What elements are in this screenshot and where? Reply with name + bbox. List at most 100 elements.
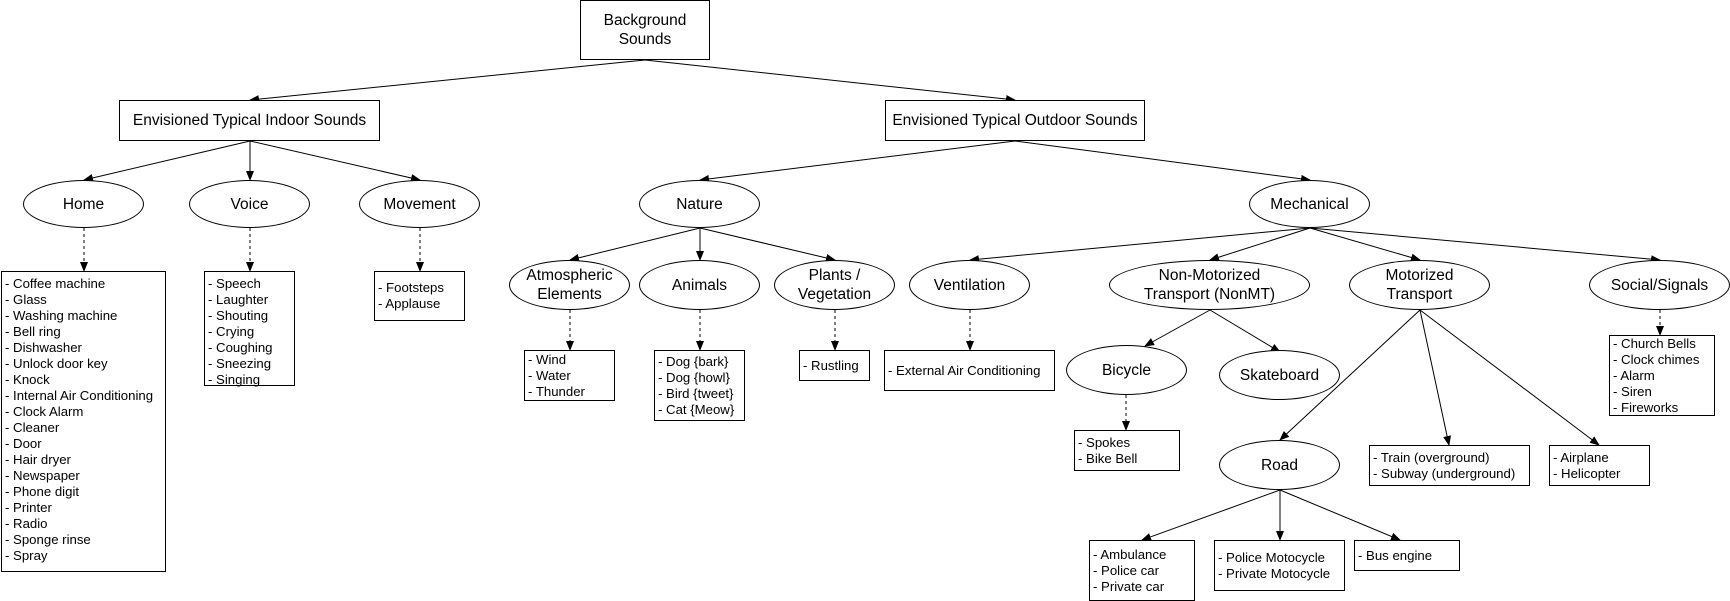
voice-label: Voice — [230, 195, 269, 213]
list-item: - Spokes — [1078, 434, 1131, 450]
list-item: - Laughter — [208, 292, 269, 307]
edge-indoor-movement — [249, 140, 421, 182]
home-sound-list: - Coffee machine - Glass - Washing machi… — [1, 271, 166, 572]
list-item: - Helicopter — [1553, 465, 1621, 481]
list-item: - Door — [5, 436, 42, 451]
plants-sound-list: - Rustling — [799, 350, 870, 381]
social-signals-node: Social/Signals — [1589, 260, 1730, 310]
skateboard-label: Skateboard — [1239, 366, 1320, 384]
road-node: Road — [1219, 440, 1340, 490]
list-item: - Alarm — [1613, 367, 1655, 383]
list-item: - Printer — [5, 500, 52, 515]
animals-node: Animals — [639, 260, 760, 310]
social-signals-label: Social/Signals — [1610, 276, 1709, 294]
bicycle-label: Bicycle — [1101, 361, 1152, 379]
edge-motorized-rail — [1419, 309, 1452, 446]
list-item: - Siren — [1613, 383, 1652, 399]
animals-sound-list: - Dog {bark} - Dog {howl} - Bird {tweet}… — [654, 350, 745, 421]
edge-nature-plants — [699, 227, 836, 262]
edge-motorized-road — [1279, 309, 1421, 441]
edge-nonmt-bicycle — [1144, 309, 1211, 347]
nature-node: Nature — [639, 180, 760, 228]
atmospheric-sound-list: - Wind - Water - Thunder — [524, 350, 615, 401]
voice-sound-list: - Speech - Laughter - Shouting - Crying … — [204, 271, 295, 387]
home-node: Home — [23, 180, 144, 228]
list-item: - Sneezing — [208, 356, 272, 371]
list-item: - Rustling — [803, 357, 859, 373]
indoor-sounds-label: Envisioned Typical Indoor Sounds — [132, 112, 367, 129]
list-item: - Hair dryer — [5, 452, 71, 467]
list-item: - Train (overground) — [1373, 449, 1490, 465]
non-motorized-transport-node: Non-Motorized Transport (NonMT) — [1109, 260, 1310, 310]
rail-sound-list: - Train (overground) - Subway (undergrou… — [1369, 445, 1530, 486]
list-item: - Applause — [378, 296, 441, 311]
list-item: - Subway (underground) — [1373, 465, 1516, 481]
list-item: - Spray — [5, 548, 48, 563]
list-item: - Dog {bark} — [658, 353, 729, 369]
edge-outdoor-mechanical — [1014, 140, 1311, 183]
list-item: - Radio — [5, 516, 48, 531]
edge-road-bus — [1279, 489, 1401, 541]
list-item: - Footsteps — [378, 280, 444, 295]
indoor-sounds-node: Envisioned Typical Indoor Sounds — [119, 100, 380, 141]
movement-label: Movement — [383, 195, 456, 213]
outdoor-sounds-node: Envisioned Typical Outdoor Sounds — [885, 100, 1145, 141]
atmospheric-elements-node: Atmospheric Elements — [509, 260, 630, 310]
list-item: - Police car — [1093, 562, 1159, 578]
ventilation-sound-list: - External Air Conditioning — [884, 350, 1055, 391]
list-item: - Private Motocycle — [1218, 565, 1331, 581]
list-item: - Cat {Meow} — [658, 401, 735, 417]
bus-sound-list: - Bus engine — [1354, 540, 1460, 571]
outdoor-sounds-label: Envisioned Typical Outdoor Sounds — [892, 112, 1138, 129]
list-item: - Private car — [1093, 578, 1165, 594]
movement-sound-list: - Footsteps - Applause — [374, 271, 465, 321]
list-item: - Clock chimes — [1613, 351, 1700, 367]
atmospheric-elements-label: Atmospheric Elements — [526, 267, 613, 303]
list-item: - Shouting — [208, 308, 269, 323]
mechanical-node: Mechanical — [1249, 180, 1370, 228]
ventilation-label: Ventilation — [933, 276, 1006, 294]
list-item: - Airplane — [1553, 449, 1609, 465]
edge-motorized-air — [1419, 309, 1600, 446]
edge-mechanical-ventilation — [969, 227, 1311, 264]
edge-root-outdoor — [644, 59, 1016, 104]
list-item: - Newspaper — [5, 468, 80, 483]
list-item: - Bird {tweet} — [658, 385, 734, 401]
plants-vegetation-node: Plants / Vegetation — [774, 260, 895, 310]
list-item: - Bell ring — [5, 324, 61, 339]
root-label: Background Sounds — [603, 12, 687, 48]
edge-nature-atmospheric — [569, 227, 701, 262]
edge-indoor-home — [83, 140, 251, 182]
list-item: - Dishwasher — [5, 340, 82, 355]
motorized-transport-label: Motorized Transport — [1385, 267, 1454, 303]
list-item: - Internal Air Conditioning — [5, 388, 154, 403]
edge-mechanical-nonmt — [1209, 227, 1311, 262]
bicycle-node: Bicycle — [1066, 345, 1187, 395]
list-item: - Coughing — [208, 340, 273, 355]
list-item: - Unlock door key — [5, 356, 108, 371]
list-item: - Glass — [5, 292, 47, 307]
movement-node: Movement — [359, 180, 480, 228]
road-label: Road — [1260, 456, 1299, 474]
edge-mechanical-motorized — [1309, 227, 1421, 262]
root-node: Background Sounds — [580, 0, 710, 60]
list-item: - Bike Bell — [1078, 450, 1138, 466]
list-item: - Coffee machine — [5, 276, 106, 291]
list-item: - Thunder — [528, 383, 585, 399]
list-item: - Crying — [208, 324, 255, 339]
list-item: - Water — [528, 367, 571, 383]
animals-label: Animals — [671, 276, 728, 294]
air-sound-list: - Airplane - Helicopter — [1549, 445, 1650, 486]
voice-node: Voice — [189, 180, 310, 228]
motorcycle-sound-list: - Police Motocycle - Private Motocycle — [1214, 540, 1345, 591]
list-item: - Washing machine — [5, 308, 118, 323]
edge-road-vehicles — [1141, 489, 1281, 541]
list-item: - Clock Alarm — [5, 404, 84, 419]
nature-label: Nature — [676, 195, 723, 213]
bicycle-sound-list: - Spokes - Bike Bell — [1074, 430, 1180, 471]
edge-root-indoor — [249, 59, 646, 104]
list-item: - Police Motocycle — [1218, 549, 1326, 565]
list-item: - Knock — [5, 372, 50, 387]
